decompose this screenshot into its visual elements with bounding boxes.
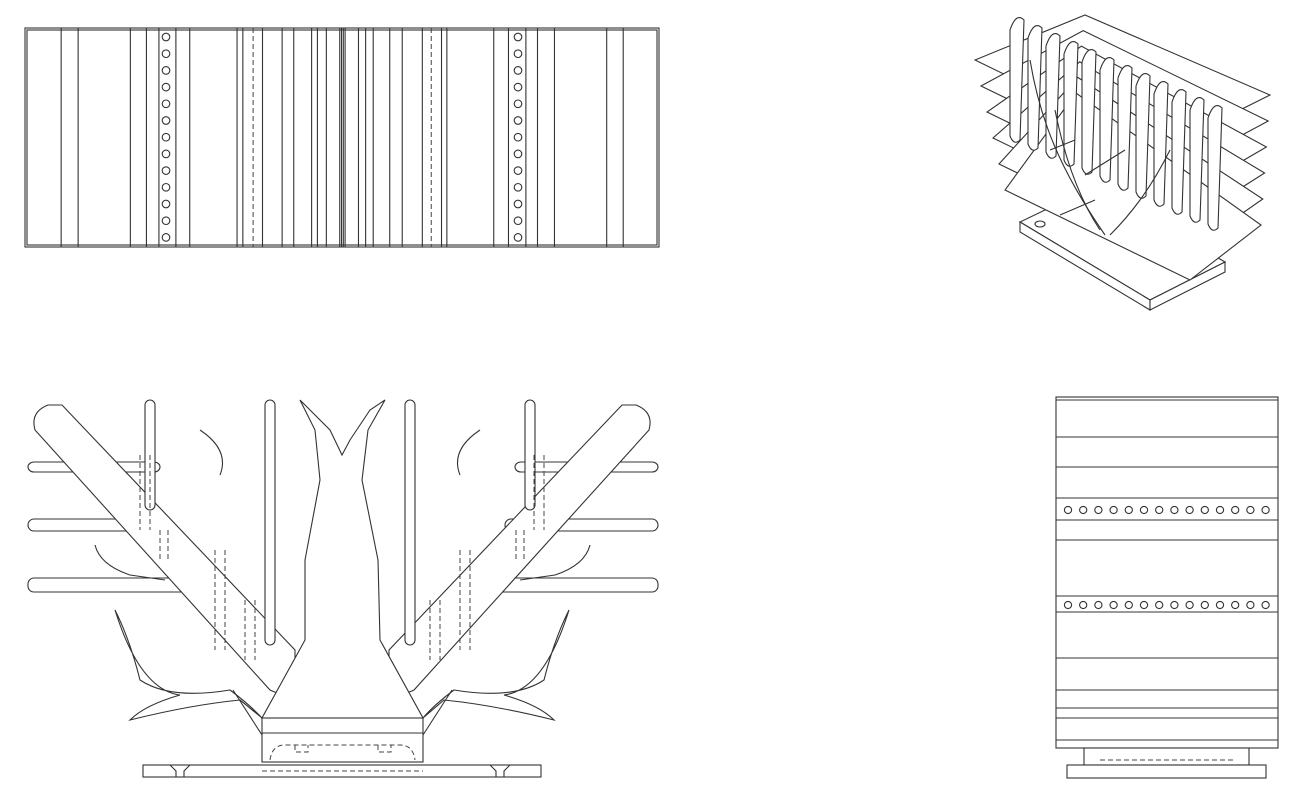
isometric-view bbox=[973, 14, 1272, 311]
base-notch bbox=[294, 745, 392, 753]
vent-hole bbox=[1155, 505, 1164, 515]
vent-hole bbox=[161, 233, 171, 242]
fin-blade bbox=[1153, 81, 1169, 207]
vent-hole bbox=[513, 166, 523, 175]
vent-hole bbox=[1185, 600, 1194, 610]
vent-hole bbox=[1063, 600, 1073, 610]
vent-hole bbox=[513, 116, 523, 125]
vent-hole bbox=[1109, 505, 1118, 515]
fin-blade bbox=[1045, 33, 1061, 159]
vent-hole bbox=[161, 182, 171, 192]
vent-hole bbox=[1231, 505, 1240, 515]
vent-hole bbox=[161, 166, 171, 175]
fin-blade bbox=[1207, 105, 1223, 231]
vent-hole bbox=[1124, 600, 1133, 610]
base-plate bbox=[1066, 764, 1267, 779]
vent-hole bbox=[161, 99, 171, 109]
fin-blade bbox=[1009, 17, 1025, 143]
top-view bbox=[24, 27, 660, 248]
vent-hole bbox=[161, 149, 171, 159]
fin-blade bbox=[1063, 41, 1079, 167]
vent-hole bbox=[161, 82, 171, 92]
vent-hole bbox=[161, 116, 171, 125]
support-strut bbox=[232, 689, 453, 736]
vent-hole bbox=[513, 32, 523, 42]
vent-hole bbox=[1200, 600, 1209, 610]
vent-hole bbox=[1063, 505, 1073, 515]
screw-countersink bbox=[169, 764, 191, 777]
vertical-fin bbox=[404, 399, 416, 646]
vent-hole bbox=[513, 199, 523, 209]
base-plate-side bbox=[1149, 261, 1226, 311]
fin-blade bbox=[1099, 57, 1115, 183]
screw-countersink bbox=[489, 764, 511, 777]
twig-branches bbox=[94, 429, 591, 581]
base-block bbox=[261, 717, 424, 763]
vertical-fin bbox=[524, 399, 536, 511]
mount-hole bbox=[1034, 220, 1046, 228]
vent-hole bbox=[513, 233, 523, 242]
vent-hole bbox=[161, 49, 171, 59]
vent-hole bbox=[1215, 600, 1225, 610]
vent-hole bbox=[161, 66, 171, 75]
fin-blade bbox=[1081, 49, 1097, 175]
vent-hole bbox=[1139, 600, 1149, 610]
vent-hole bbox=[513, 82, 523, 92]
vent-hole bbox=[513, 149, 523, 159]
fin-blade bbox=[1171, 89, 1187, 215]
vent-hole bbox=[1109, 600, 1118, 610]
vent-hole bbox=[1231, 600, 1240, 610]
left-branch-fin bbox=[33, 404, 296, 694]
base-hidden-profile bbox=[269, 744, 416, 761]
vent-hole bbox=[513, 216, 523, 226]
base-block bbox=[1083, 747, 1250, 766]
fin-blade bbox=[1189, 97, 1205, 223]
vent-hole bbox=[1215, 505, 1225, 515]
side-view-outline bbox=[1055, 396, 1279, 749]
vent-hole bbox=[513, 49, 523, 59]
central-trunk bbox=[261, 399, 424, 719]
vent-hole bbox=[1079, 505, 1088, 515]
fin-blade bbox=[1135, 73, 1151, 199]
vent-hole bbox=[1094, 600, 1103, 610]
tree-trunk-outline bbox=[1029, 59, 1171, 236]
right-branch-fin bbox=[388, 404, 651, 694]
vent-hole bbox=[1170, 600, 1179, 610]
vent-hole bbox=[1155, 600, 1164, 610]
vent-hole bbox=[1124, 505, 1133, 515]
vent-hole bbox=[161, 132, 171, 142]
vent-hole bbox=[1261, 505, 1270, 515]
vent-hole bbox=[513, 182, 523, 192]
vent-hole bbox=[513, 132, 523, 142]
vent-hole bbox=[161, 32, 171, 42]
vent-hole bbox=[1261, 600, 1270, 610]
vent-hole bbox=[513, 66, 523, 75]
vent-hole bbox=[161, 199, 171, 209]
side-view bbox=[1055, 396, 1279, 779]
vent-hole bbox=[161, 216, 171, 226]
vent-hole bbox=[1079, 600, 1088, 610]
vent-hole bbox=[1185, 505, 1194, 515]
fin-blade bbox=[1117, 65, 1133, 191]
vent-hole bbox=[1200, 505, 1209, 515]
vent-hole bbox=[1139, 505, 1149, 515]
vent-hole bbox=[1170, 505, 1179, 515]
front-view bbox=[27, 399, 659, 778]
vent-hole bbox=[1246, 600, 1255, 610]
tree-branch bbox=[1049, 109, 1126, 231]
fin-blade bbox=[1027, 25, 1043, 151]
right-root bbox=[422, 609, 570, 722]
vent-hole bbox=[1094, 505, 1103, 515]
vent-hole bbox=[513, 99, 523, 109]
vertical-fin bbox=[264, 399, 276, 646]
vent-hole bbox=[1246, 505, 1255, 515]
